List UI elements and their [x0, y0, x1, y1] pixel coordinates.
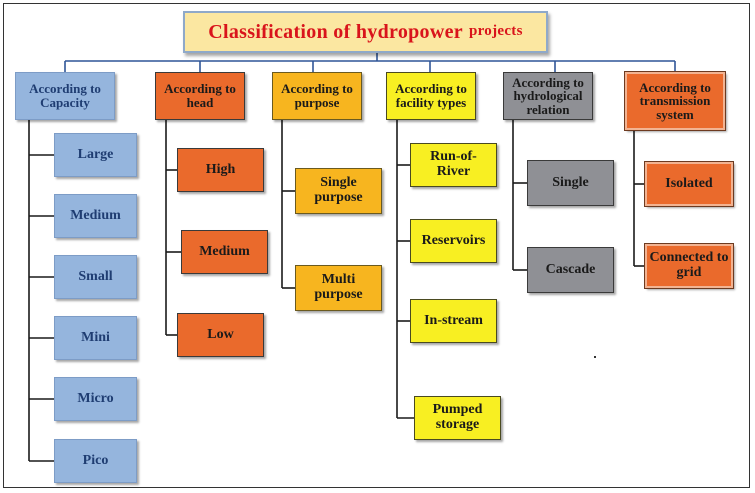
purpose-multi: Multi purpose [295, 265, 382, 311]
capacity-mini: Mini [54, 316, 137, 360]
capacity-medium: Medium [54, 194, 137, 238]
head-high: High [177, 148, 264, 192]
facility-run-of-river: Run-of- River [410, 143, 497, 187]
purpose-single: Single purpose [295, 168, 382, 214]
transmission-connected-to-grid: Connected to grid [644, 243, 734, 289]
category-head: According to head [155, 72, 245, 120]
category-capacity: According to Capacity [15, 72, 115, 120]
hydrological-cascade: Cascade [527, 247, 614, 293]
facility-pumped-storage: Pumped storage [414, 396, 501, 440]
title-small: projects [468, 23, 523, 40]
capacity-small: Small [54, 255, 137, 299]
capacity-large: Large [54, 133, 137, 177]
facility-reservoirs: Reservoirs [410, 219, 497, 263]
stray-dot [594, 356, 596, 358]
category-hydrological-relation: According to hydrological relation [503, 72, 593, 120]
capacity-pico: Pico [54, 439, 137, 483]
head-medium: Medium [181, 230, 268, 274]
category-facility-types: According to facility types [386, 72, 476, 120]
category-transmission-system: According to transmission system [624, 71, 726, 131]
head-low: Low [177, 313, 264, 357]
category-purpose: According to purpose [272, 72, 362, 120]
transmission-isolated: Isolated [644, 161, 734, 207]
capacity-micro: Micro [54, 377, 137, 421]
hydrological-single: Single [527, 160, 614, 206]
title-main: Classification of hydropower [208, 20, 463, 43]
facility-in-stream: In-stream [410, 299, 497, 343]
diagram-title: Classification of hydropower projects [183, 11, 548, 53]
